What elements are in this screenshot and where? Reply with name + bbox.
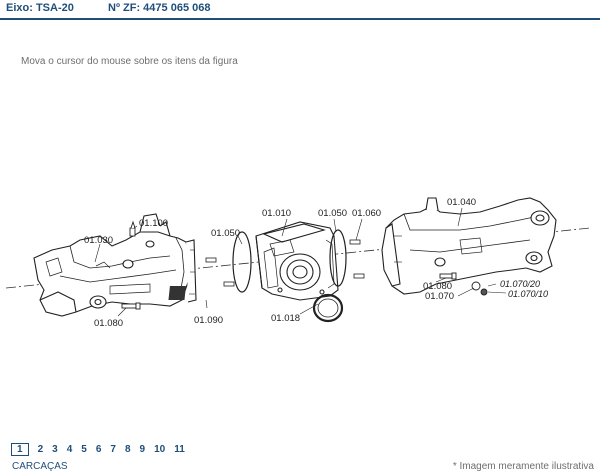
page-link-10[interactable]: 10	[154, 443, 166, 455]
bolt-right[interactable]	[439, 272, 457, 280]
left-housing[interactable]	[33, 213, 197, 317]
header-divider	[0, 18, 600, 20]
bolt-left[interactable]	[121, 302, 141, 310]
right-housing[interactable]	[381, 197, 557, 295]
callout-01050-left[interactable]: 01.050	[211, 228, 240, 239]
page-link-5[interactable]: 5	[81, 443, 87, 455]
studs-right[interactable]	[349, 239, 365, 279]
pagination: 1 2 3 4 5 6 7 8 9 10 11	[10, 440, 194, 458]
callout-01070[interactable]: 01.070	[425, 291, 454, 302]
page-link-8[interactable]: 8	[124, 443, 131, 455]
studs-left[interactable]	[205, 257, 235, 287]
center-housing[interactable]	[255, 221, 339, 301]
page-link-3[interactable]: 3	[52, 443, 58, 455]
drain-plug[interactable]	[471, 281, 488, 296]
section-link-carcacas[interactable]: CARCAÇAS	[12, 461, 68, 472]
illustrative-note: * Imagem meramente ilustrativa	[452, 461, 594, 472]
callout-01100[interactable]: 01.100	[139, 218, 168, 229]
seal-ring[interactable]	[312, 293, 344, 323]
page-link-7[interactable]: 7	[110, 443, 116, 455]
exploded-view-diagram: 01.030 01.100 01.080 01.090 01.050 01.01…	[5, 197, 591, 329]
page-link-9[interactable]: 9	[139, 443, 146, 455]
breather-valve[interactable]	[129, 220, 136, 237]
page-link-1[interactable]: 1	[11, 442, 29, 456]
callout-01080-left[interactable]: 01.080	[94, 318, 123, 329]
callout-01070-10[interactable]: 01.070/10	[508, 289, 548, 299]
identification-plate[interactable]	[168, 286, 214, 300]
o-ring-right[interactable]	[329, 229, 347, 287]
axle-model: Eixo: TSA-20	[6, 2, 74, 14]
callout-01070-20[interactable]: 01.070/20	[500, 279, 540, 289]
header: Eixo: TSA-20 Nº ZF: 4475 065 068	[0, 0, 600, 20]
callout-01080-right[interactable]: 01.080	[423, 281, 452, 292]
zf-number: Nº ZF: 4475 065 068	[108, 2, 211, 14]
callout-01050-right[interactable]: 01.050	[318, 208, 347, 219]
callout-01090[interactable]: 01.090	[194, 315, 223, 326]
page-link-6[interactable]: 6	[95, 443, 102, 455]
instruction-text: Mova o cursor do mouse sobre os itens da…	[21, 56, 238, 67]
callout-01010[interactable]: 01.010	[262, 208, 291, 219]
leader-lines	[94, 207, 507, 317]
callout-01040[interactable]: 01.040	[447, 197, 476, 208]
callout-01030[interactable]: 01.030	[84, 235, 113, 246]
callout-01060[interactable]: 01.060	[352, 208, 381, 219]
page-link-11[interactable]: 11	[174, 443, 185, 455]
o-ring-left[interactable]	[232, 231, 252, 293]
page-link-2[interactable]: 2	[37, 443, 44, 455]
page-link-4[interactable]: 4	[66, 443, 73, 455]
callout-01018[interactable]: 01.018	[271, 313, 300, 324]
